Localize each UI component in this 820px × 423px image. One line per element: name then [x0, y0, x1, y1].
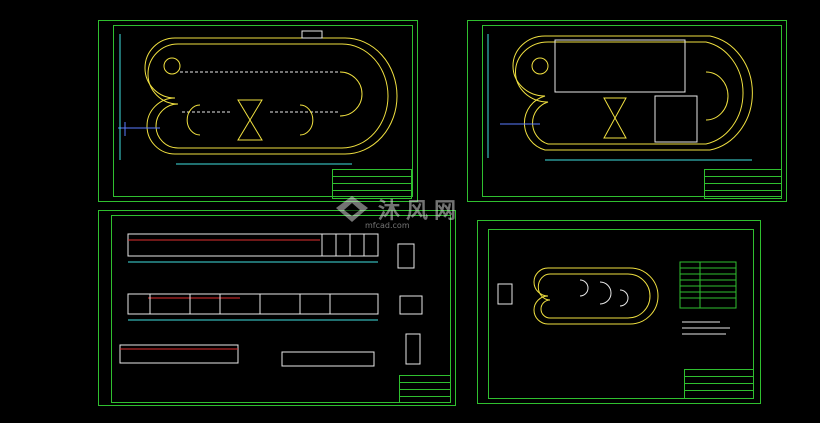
watermark-site: mfcad.com: [365, 221, 410, 230]
channel-centerline: [180, 71, 340, 113]
ditch-outer-wall: [512, 35, 753, 151]
hourglass-divider: [237, 99, 263, 141]
baffle-arc: [186, 104, 314, 136]
sheet-inner-border: [111, 215, 451, 403]
inner-turn: [339, 71, 363, 117]
detail-box-1: [397, 243, 415, 269]
sludge-building: [654, 95, 698, 143]
inlet-structure: [497, 283, 513, 305]
long-section-1: [127, 233, 379, 257]
long-section-2: [127, 293, 379, 315]
mfcad-logo-icon: [336, 196, 368, 222]
pump-room: [301, 30, 323, 39]
ditch-inner-wall: [537, 273, 651, 319]
watermark-brand: 沐风网: [378, 199, 463, 224]
detail-box-3: [405, 333, 421, 365]
section-2-partitions: [149, 294, 331, 314]
sheet-inner-border: [488, 229, 754, 399]
inner-spiral: [579, 279, 629, 307]
equipment-table: [679, 261, 737, 309]
ditch-outer-wall: [144, 37, 398, 155]
drawing-sheet-top-left[interactable]: [98, 20, 418, 202]
dimension-line: [128, 261, 378, 321]
drawing-sheet-top-right[interactable]: [467, 20, 787, 202]
dimension-line: [487, 34, 752, 161]
title-block: [684, 369, 754, 399]
small-scale-plan: [497, 261, 737, 335]
settling-tank: [554, 39, 686, 93]
inlet-pipe: [118, 122, 160, 136]
long-section-3: [119, 344, 239, 364]
section-1-partitions: [321, 234, 365, 256]
notes-lines: [682, 321, 730, 335]
aerator-circle: [163, 57, 181, 75]
oxidation-ditch-plan-1: [118, 30, 398, 165]
detail-section: [281, 351, 375, 367]
inner-turn: [705, 71, 729, 121]
title-block: [332, 169, 412, 199]
title-block: [704, 169, 782, 199]
drawing-sheet-bottom-left[interactable]: [98, 210, 456, 406]
detail-box-2: [399, 295, 423, 315]
equipment-table-rows: [680, 262, 736, 308]
sheet-inner-border: [482, 25, 782, 197]
drawing-sheet-bottom-right[interactable]: [477, 220, 761, 404]
aerator-circle: [531, 57, 549, 75]
ditch-outer-wall: [533, 267, 659, 325]
sheet-inner-border: [113, 25, 413, 197]
ditch-inner-wall: [515, 41, 744, 145]
oxidation-ditch-plan-2: [487, 34, 753, 161]
section-drawings: [119, 233, 423, 367]
hourglass-divider: [603, 97, 627, 139]
title-block: [399, 375, 451, 403]
ditch-inner-wall: [147, 43, 389, 149]
dimension-line: [119, 34, 352, 165]
